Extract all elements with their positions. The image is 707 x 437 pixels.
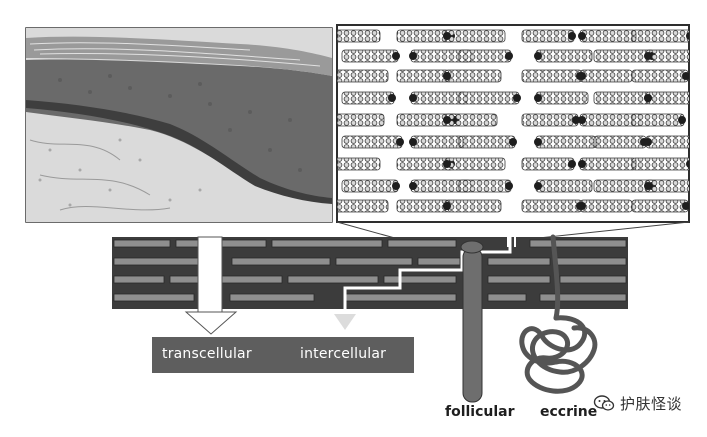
lipid-molecule — [411, 136, 463, 148]
lipid-head-group — [682, 202, 690, 210]
lipid-head-group — [578, 160, 586, 168]
lipid-head-group — [443, 116, 451, 124]
lipid-molecule — [445, 70, 501, 82]
follicular-label: follicular — [445, 404, 515, 420]
lipid-molecule — [445, 114, 497, 126]
lipid-molecule — [646, 92, 706, 104]
lipid-molecule — [536, 136, 596, 148]
lipid-head-group — [392, 182, 400, 190]
lipid-molecule — [632, 30, 692, 42]
transcellular-label: transcellular — [162, 346, 252, 362]
lipid-molecule — [328, 70, 388, 82]
intercellular-arrowhead — [334, 314, 356, 330]
lipid-model-panel — [326, 25, 706, 222]
histology-panel — [26, 28, 332, 222]
lipid-molecule — [342, 92, 394, 104]
lipid-head-group — [644, 52, 652, 60]
lipid-head-group — [509, 138, 517, 146]
lipid-molecule — [594, 136, 646, 148]
hair-follicle — [461, 241, 483, 402]
lipid-molecule — [594, 92, 650, 104]
lipid-molecule — [632, 200, 688, 212]
lipid-head-group — [513, 94, 521, 102]
lipid-head-group — [534, 52, 542, 60]
lipid-molecule — [397, 200, 449, 212]
lipid-molecule — [397, 70, 449, 82]
lipid-molecule — [536, 92, 588, 104]
lipid-head-group — [534, 138, 542, 146]
lipid-molecule — [536, 50, 592, 62]
lipid-head-group — [578, 72, 586, 80]
stratum-corneum-brick-model — [112, 237, 628, 309]
wechat-icon — [593, 394, 615, 412]
watermark-text: 护肤怪谈 — [620, 393, 682, 414]
lipid-molecule — [522, 158, 574, 170]
lipid-molecule — [522, 30, 574, 42]
lipid-molecule — [646, 136, 702, 148]
watermark: 护肤怪谈 — [593, 392, 682, 414]
lipid-molecule — [459, 92, 519, 104]
lipid-molecule — [459, 136, 515, 148]
lipid-head-group — [534, 182, 542, 190]
lipid-head-group — [578, 32, 586, 40]
lipid-molecule — [328, 30, 380, 42]
lipid-molecule — [580, 114, 640, 126]
lipid-head-group — [644, 182, 652, 190]
lipid-head-group — [682, 72, 690, 80]
lipid-molecule — [342, 50, 398, 62]
lipid-molecule — [522, 70, 582, 82]
lipid-molecule — [328, 200, 388, 212]
lipid-molecule — [580, 158, 636, 170]
lipid-head-group — [443, 160, 451, 168]
lipid-molecule — [580, 200, 632, 212]
lipid-molecule — [580, 70, 632, 82]
lipid-head-group — [409, 52, 417, 60]
lipid-head-group — [388, 94, 396, 102]
lipid-molecule — [580, 30, 636, 42]
lipid-molecule — [342, 180, 398, 192]
lipid-molecule — [328, 158, 380, 170]
lipid-head-group — [409, 138, 417, 146]
lipid-head-group — [578, 116, 586, 124]
lipid-molecule — [632, 114, 684, 126]
lipid-head-group — [644, 94, 652, 102]
lipid-head-group — [409, 94, 417, 102]
lipid-head-group — [534, 94, 542, 102]
lipid-head-group — [443, 32, 451, 40]
lipid-molecule — [536, 180, 592, 192]
lipid-head-group — [578, 202, 586, 210]
lipid-molecule — [646, 50, 698, 62]
lipid-head-group — [644, 138, 652, 146]
lipid-molecule — [522, 200, 582, 212]
lipid-molecule — [646, 180, 698, 192]
lipid-head-group — [392, 52, 400, 60]
lipid-molecule — [445, 30, 505, 42]
lipid-head-group — [678, 116, 686, 124]
lipid-molecule — [522, 114, 578, 126]
intercellular-label: intercellular — [300, 346, 386, 362]
lipid-head-group — [409, 182, 417, 190]
lipid-head-group — [505, 52, 513, 60]
eccrine-label: eccrine — [540, 404, 597, 420]
lipid-molecule — [632, 70, 688, 82]
lipid-molecule — [459, 180, 511, 192]
lipid-head-group — [396, 138, 404, 146]
lipid-molecule — [632, 158, 692, 170]
lipid-molecule — [342, 136, 402, 148]
lipid-molecule — [445, 158, 505, 170]
lipid-head-group — [443, 202, 451, 210]
lipid-head-group — [443, 72, 451, 80]
lipid-head-group — [568, 32, 576, 40]
lipid-head-group — [505, 182, 513, 190]
lipid-molecule — [459, 50, 511, 62]
lipid-molecule — [445, 200, 501, 212]
lipid-head-group — [568, 160, 576, 168]
